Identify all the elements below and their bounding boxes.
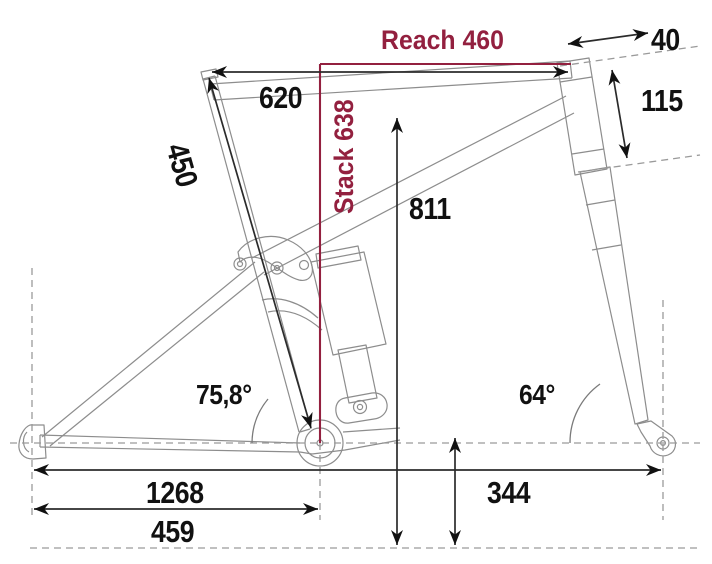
wheelbase-label: 1268 [146, 475, 204, 510]
dimension-lines [34, 29, 661, 545]
reach-label: Reach 460 [381, 25, 504, 55]
chainstay-label: 459 [151, 514, 195, 549]
head-tube-label: 115 [641, 83, 683, 118]
stack-reach-lines [318, 62, 571, 443]
standover-label: 811 [409, 191, 451, 226]
head-angle-label: 64° [519, 379, 555, 410]
top-tube-label: 620 [259, 80, 303, 115]
dim-line-40 [567, 29, 649, 48]
construction-lines [10, 45, 701, 549]
dim-line-115 [608, 69, 631, 159]
dim-line-450 [207, 77, 313, 429]
fork-offset-label: 40 [651, 22, 680, 57]
front-center-label: 344 [487, 475, 531, 510]
seat-angle-label: 75,8° [196, 379, 252, 410]
stack-label: Stack 638 [329, 99, 359, 214]
